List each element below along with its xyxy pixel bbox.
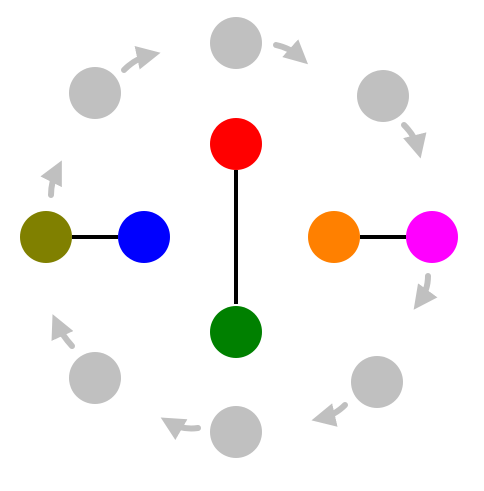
orange-node (308, 211, 360, 263)
olive-node (20, 211, 72, 263)
ring-node-top-left (69, 67, 121, 119)
ring-arrow-1 (121, 46, 161, 73)
ring-nodes (69, 17, 409, 458)
ring-node-right-lower (351, 356, 403, 408)
green-node (210, 306, 262, 358)
magenta-node (406, 211, 458, 263)
ring-arrow-3 (401, 122, 427, 159)
ring-arrow-8 (40, 160, 62, 198)
ring-node-top-right (357, 70, 409, 122)
blue-node (118, 211, 170, 263)
ring-arrows (40, 39, 438, 441)
ring-arrow-4 (413, 273, 438, 310)
links (72, 170, 406, 304)
red-node (210, 118, 262, 170)
colored-nodes (20, 118, 458, 358)
ring-node-top (210, 17, 262, 69)
ring-arrow-7 (51, 314, 75, 349)
ring-arrow-5 (311, 402, 348, 427)
ring-node-bottom-right (210, 406, 262, 458)
ring-arrow-6 (160, 417, 201, 441)
ring-node-bottom-left (69, 352, 121, 404)
ring-arrow-2 (273, 39, 309, 65)
